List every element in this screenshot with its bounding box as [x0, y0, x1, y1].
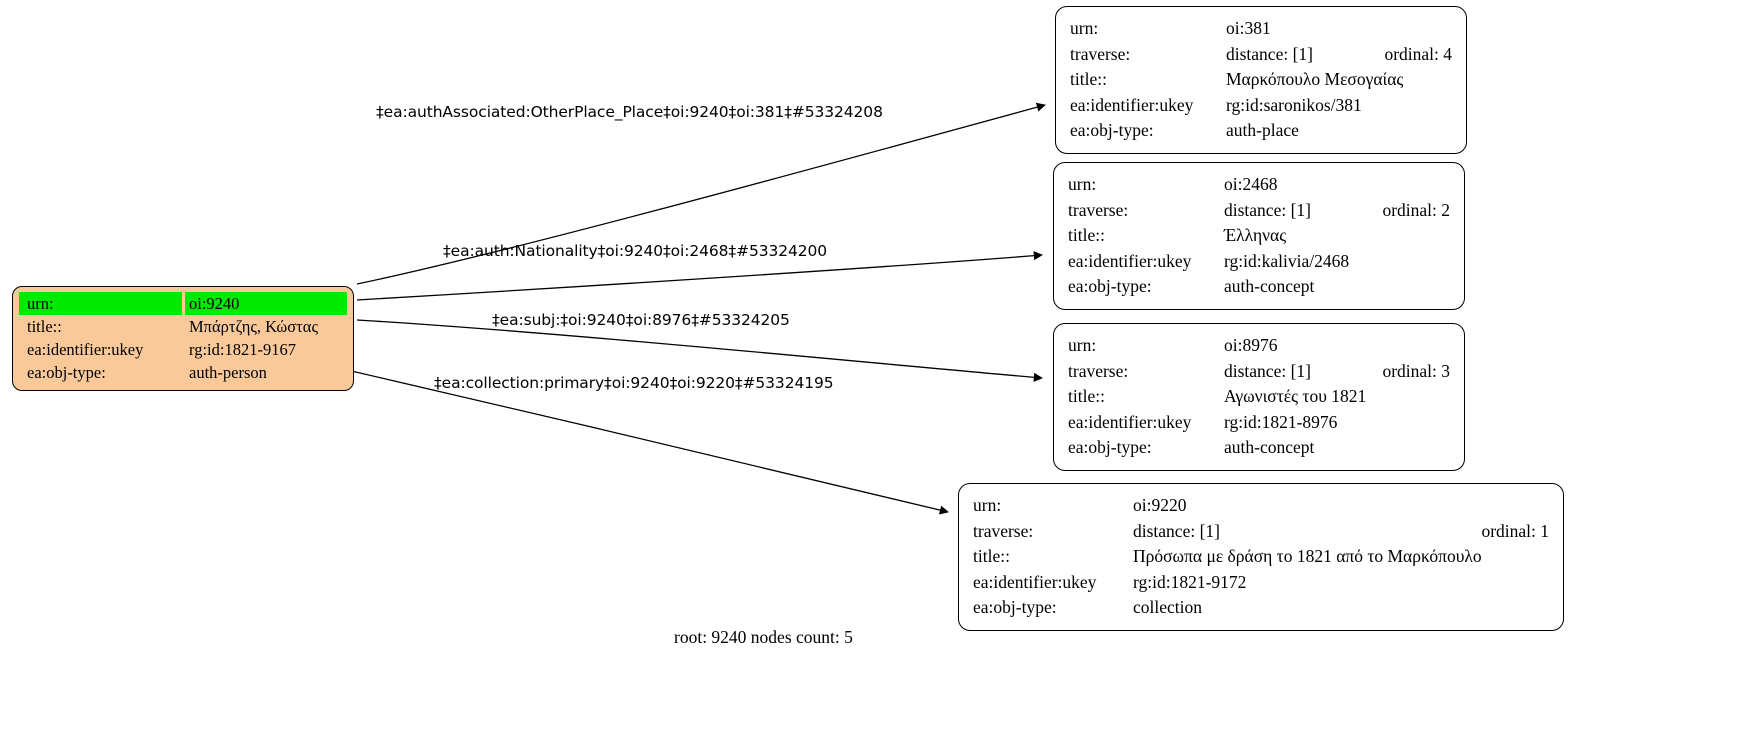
- target-node-oi-9220[interactable]: urn: oi:9220 traverse: distance: [1] ord…: [958, 483, 1564, 631]
- node4-row-ukey: ea:identifier:ukey rg:id:1821-9172: [973, 570, 1549, 596]
- node2-value-urn: oi:2468: [1224, 174, 1278, 194]
- node4-key-objtype: ea:obj-type:: [973, 597, 1057, 617]
- edge-label-nationality: ‡ea:auth:Nationality‡oi:9240‡oi:2468‡#53…: [443, 242, 828, 260]
- node1-row-traverse: traverse: distance: [1] ordinal: 4: [1070, 42, 1452, 68]
- node4-key-traverse: traverse:: [973, 520, 1034, 541]
- node2-row-title: title:: Έλληνας: [1068, 223, 1450, 249]
- node2-value-ordinal: ordinal: 2: [1382, 199, 1450, 220]
- node3-row-objtype: ea:obj-type: auth-concept: [1068, 435, 1450, 461]
- root-row-ukey: ea:identifier:ukey rg:id:1821-9167: [19, 338, 347, 361]
- node1-value-urn: oi:381: [1226, 18, 1271, 38]
- node3-row-ukey: ea:identifier:ukey rg:id:1821-8976: [1068, 410, 1450, 436]
- edge-label-collection: ‡ea:collection:primary‡oi:9240‡oi:9220‡#…: [434, 374, 834, 392]
- node2-row-traverse: traverse: distance: [1] ordinal: 2: [1068, 198, 1450, 224]
- node3-row-title: title:: Αγωνιστές του 1821: [1068, 384, 1450, 410]
- root-value-urn: oi:9240: [185, 292, 347, 315]
- node4-row-urn: urn: oi:9220: [973, 493, 1549, 519]
- node4-value-urn: oi:9220: [1133, 495, 1187, 515]
- root-row-title: title:: Μπάρτζης, Κώστας: [19, 315, 347, 338]
- edge-line-nationality: [356, 251, 1043, 301]
- node4-value-title: Πρόσωπα με δράση το 1821 από το Μαρκόπου…: [1133, 546, 1482, 566]
- node1-value-ukey: rg:id:saronikos/381: [1226, 94, 1362, 115]
- node2-key-urn: urn:: [1068, 174, 1097, 194]
- edge-label-subj: ‡ea:subj:‡oi:9240‡oi:8976‡#53324205: [492, 311, 790, 329]
- node3-row-traverse: traverse: distance: [1] ordinal: 3: [1068, 359, 1450, 385]
- node1-value-objtype: auth-place: [1226, 120, 1299, 140]
- graph-caption: root: 9240 nodes count: 5: [674, 627, 853, 647]
- node4-value-ukey: rg:id:1821-9172: [1133, 571, 1247, 592]
- node1-value-title: Μαρκόπουλο Μεσογαίας: [1226, 69, 1404, 89]
- edge-label-authassociated: ‡ea:authAssociated:OtherPlace_Place‡oi:9…: [376, 103, 883, 121]
- node2-value-traverse: distance: [1]: [1224, 199, 1311, 220]
- target-node-oi-381[interactable]: urn: oi:381 traverse: distance: [1] ordi…: [1055, 6, 1467, 154]
- node3-key-urn: urn:: [1068, 335, 1097, 355]
- root-row-objtype: ea:obj-type: auth-person: [19, 361, 347, 384]
- node2-value-title: Έλληνας: [1224, 225, 1287, 245]
- node1-value-traverse: distance: [1]: [1226, 43, 1313, 64]
- node1-row-urn: urn: oi:381: [1070, 16, 1452, 42]
- root-node[interactable]: urn: oi:9240 title:: Μπάρτζης, Κώστας ea…: [12, 286, 354, 391]
- node4-row-title: title:: Πρόσωπα με δράση το 1821 από το …: [973, 544, 1549, 570]
- node2-value-objtype: auth-concept: [1224, 276, 1315, 296]
- root-key-ukey: ea:identifier:ukey: [27, 340, 144, 359]
- root-value-objtype: auth-person: [189, 363, 267, 382]
- root-value-title: Μπάρτζης, Κώστας: [189, 317, 318, 336]
- node4-row-objtype: ea:obj-type: collection: [973, 595, 1549, 621]
- node2-key-title: title::: [1068, 225, 1105, 245]
- node4-value-objtype: collection: [1133, 597, 1203, 617]
- node3-value-title: Αγωνιστές του 1821: [1224, 386, 1367, 406]
- node3-key-objtype: ea:obj-type:: [1068, 437, 1152, 457]
- root-row-urn: urn: oi:9240: [19, 292, 347, 315]
- node3-value-ukey: rg:id:1821-8976: [1224, 411, 1338, 432]
- node2-row-objtype: ea:obj-type: auth-concept: [1068, 274, 1450, 300]
- node1-row-objtype: ea:obj-type: auth-place: [1070, 118, 1452, 144]
- node4-key-ukey: ea:identifier:ukey: [973, 571, 1097, 592]
- node1-key-traverse: traverse:: [1070, 43, 1131, 64]
- target-node-oi-8976[interactable]: urn: oi:8976 traverse: distance: [1] ord…: [1053, 323, 1465, 471]
- node1-key-objtype: ea:obj-type:: [1070, 120, 1154, 140]
- root-key-objtype: ea:obj-type:: [27, 363, 106, 382]
- node1-key-ukey: ea:identifier:ukey: [1070, 94, 1194, 115]
- node1-key-urn: urn:: [1070, 18, 1099, 38]
- node4-value-ordinal: ordinal: 1: [1481, 520, 1549, 541]
- node3-key-title: title::: [1068, 386, 1105, 406]
- node1-row-ukey: ea:identifier:ukey rg:id:saronikos/381: [1070, 93, 1452, 119]
- node3-value-ordinal: ordinal: 3: [1382, 360, 1450, 381]
- node3-key-traverse: traverse:: [1068, 360, 1129, 381]
- node3-row-urn: urn: oi:8976: [1068, 333, 1450, 359]
- node1-key-title: title::: [1070, 69, 1107, 89]
- node2-key-traverse: traverse:: [1068, 199, 1129, 220]
- node2-value-ukey: rg:id:kalivia/2468: [1224, 250, 1350, 271]
- root-key-urn: urn:: [19, 292, 182, 315]
- node2-row-ukey: ea:identifier:ukey rg:id:kalivia/2468: [1068, 249, 1450, 275]
- node4-key-title: title::: [973, 546, 1010, 566]
- node3-value-traverse: distance: [1]: [1224, 360, 1311, 381]
- node2-row-urn: urn: oi:2468: [1068, 172, 1450, 198]
- node1-row-title: title:: Μαρκόπουλο Μεσογαίας: [1070, 67, 1452, 93]
- root-key-title: title::: [27, 317, 62, 336]
- node4-row-traverse: traverse: distance: [1] ordinal: 1: [973, 519, 1549, 545]
- node1-value-ordinal: ordinal: 4: [1384, 43, 1452, 64]
- node2-key-objtype: ea:obj-type:: [1068, 276, 1152, 296]
- node3-value-urn: oi:8976: [1224, 335, 1278, 355]
- node4-key-urn: urn:: [973, 495, 1002, 515]
- node2-key-ukey: ea:identifier:ukey: [1068, 250, 1192, 271]
- root-value-ukey: rg:id:1821-9167: [189, 340, 296, 359]
- target-node-oi-2468[interactable]: urn: oi:2468 traverse: distance: [1] ord…: [1053, 162, 1465, 310]
- node3-key-ukey: ea:identifier:ukey: [1068, 411, 1192, 432]
- node4-value-traverse: distance: [1]: [1133, 520, 1220, 541]
- node3-value-objtype: auth-concept: [1224, 437, 1315, 457]
